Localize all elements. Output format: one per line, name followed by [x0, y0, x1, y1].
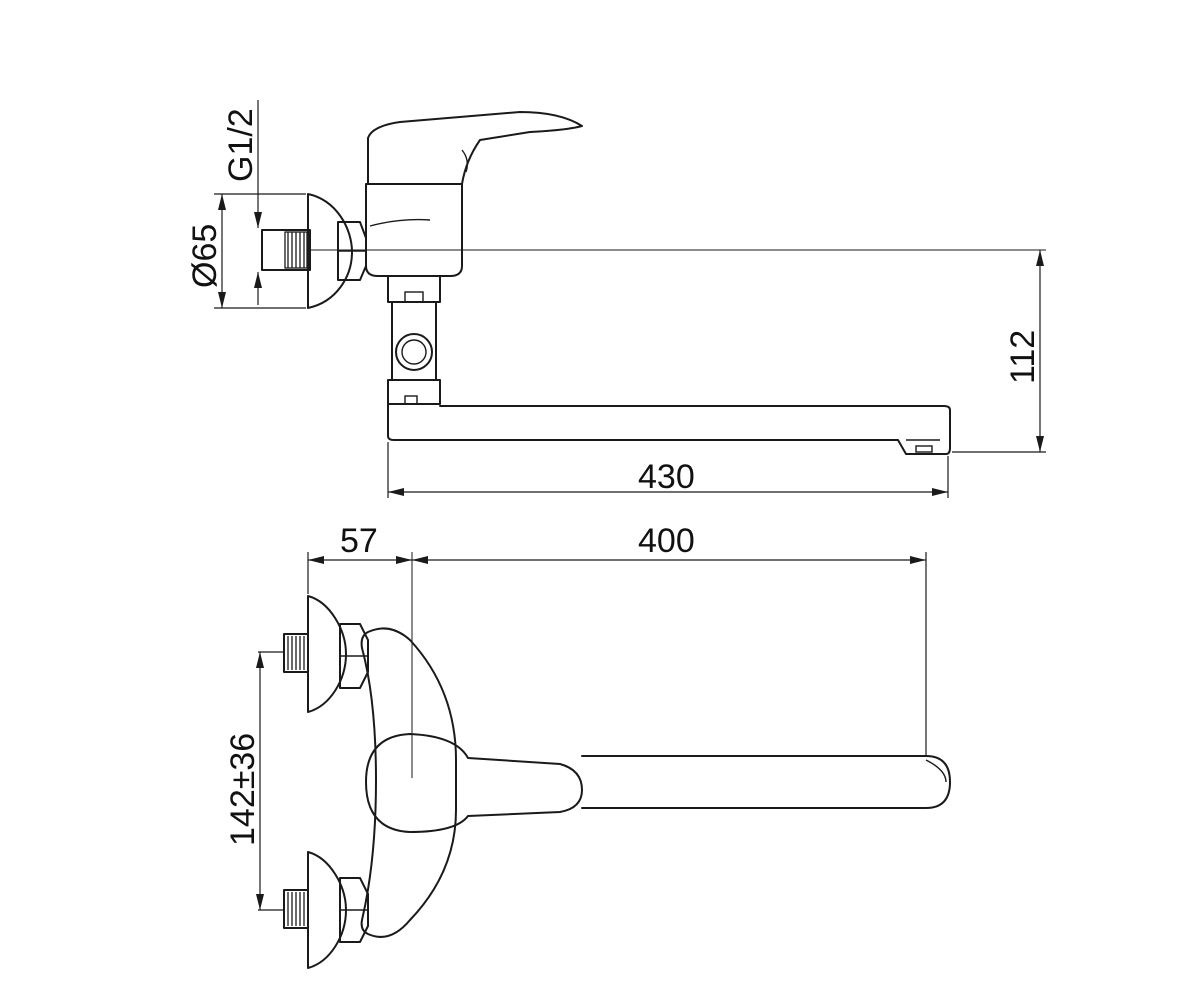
plan-view	[283, 552, 951, 969]
label-thread: G1/2	[222, 108, 260, 182]
column-collar-top	[387, 275, 441, 303]
spout-side	[387, 403, 951, 455]
mixer-body-side	[365, 183, 463, 277]
lever-handle-plan	[365, 733, 583, 833]
spout-plan	[581, 755, 951, 809]
label-diameter: Ø65	[186, 224, 224, 288]
dimension-diameter: Ø65	[186, 193, 306, 309]
label-spout-length: 430	[638, 458, 695, 496]
column-collar-bottom	[387, 379, 441, 405]
thread-connector-upper	[283, 633, 309, 673]
label-center-distance: 142±36	[224, 733, 262, 846]
thread-connector-side	[261, 229, 311, 271]
dimension-wall-offset: 57	[307, 522, 412, 594]
mixer-body-plan	[360, 627, 457, 938]
dimension-g12: G1/2	[222, 100, 262, 305]
aerator	[915, 445, 933, 453]
wall-flange-upper	[307, 595, 347, 713]
diverter-column	[391, 301, 437, 381]
label-height: 112	[1004, 330, 1042, 384]
side-view	[261, 111, 1046, 455]
dimension-height: 112	[952, 250, 1046, 453]
hex-nut-lower	[339, 877, 369, 943]
lever-handle-side	[367, 111, 583, 185]
dimension-spout-reach: 400	[412, 522, 927, 756]
wall-flange	[307, 193, 353, 309]
thread-connector-lower	[283, 889, 309, 929]
label-spout-reach: 400	[638, 522, 695, 560]
label-wall-offset: 57	[340, 522, 378, 560]
dimension-center-distance: 142±36	[224, 651, 284, 911]
dimension-spout-length: 430	[387, 442, 949, 498]
